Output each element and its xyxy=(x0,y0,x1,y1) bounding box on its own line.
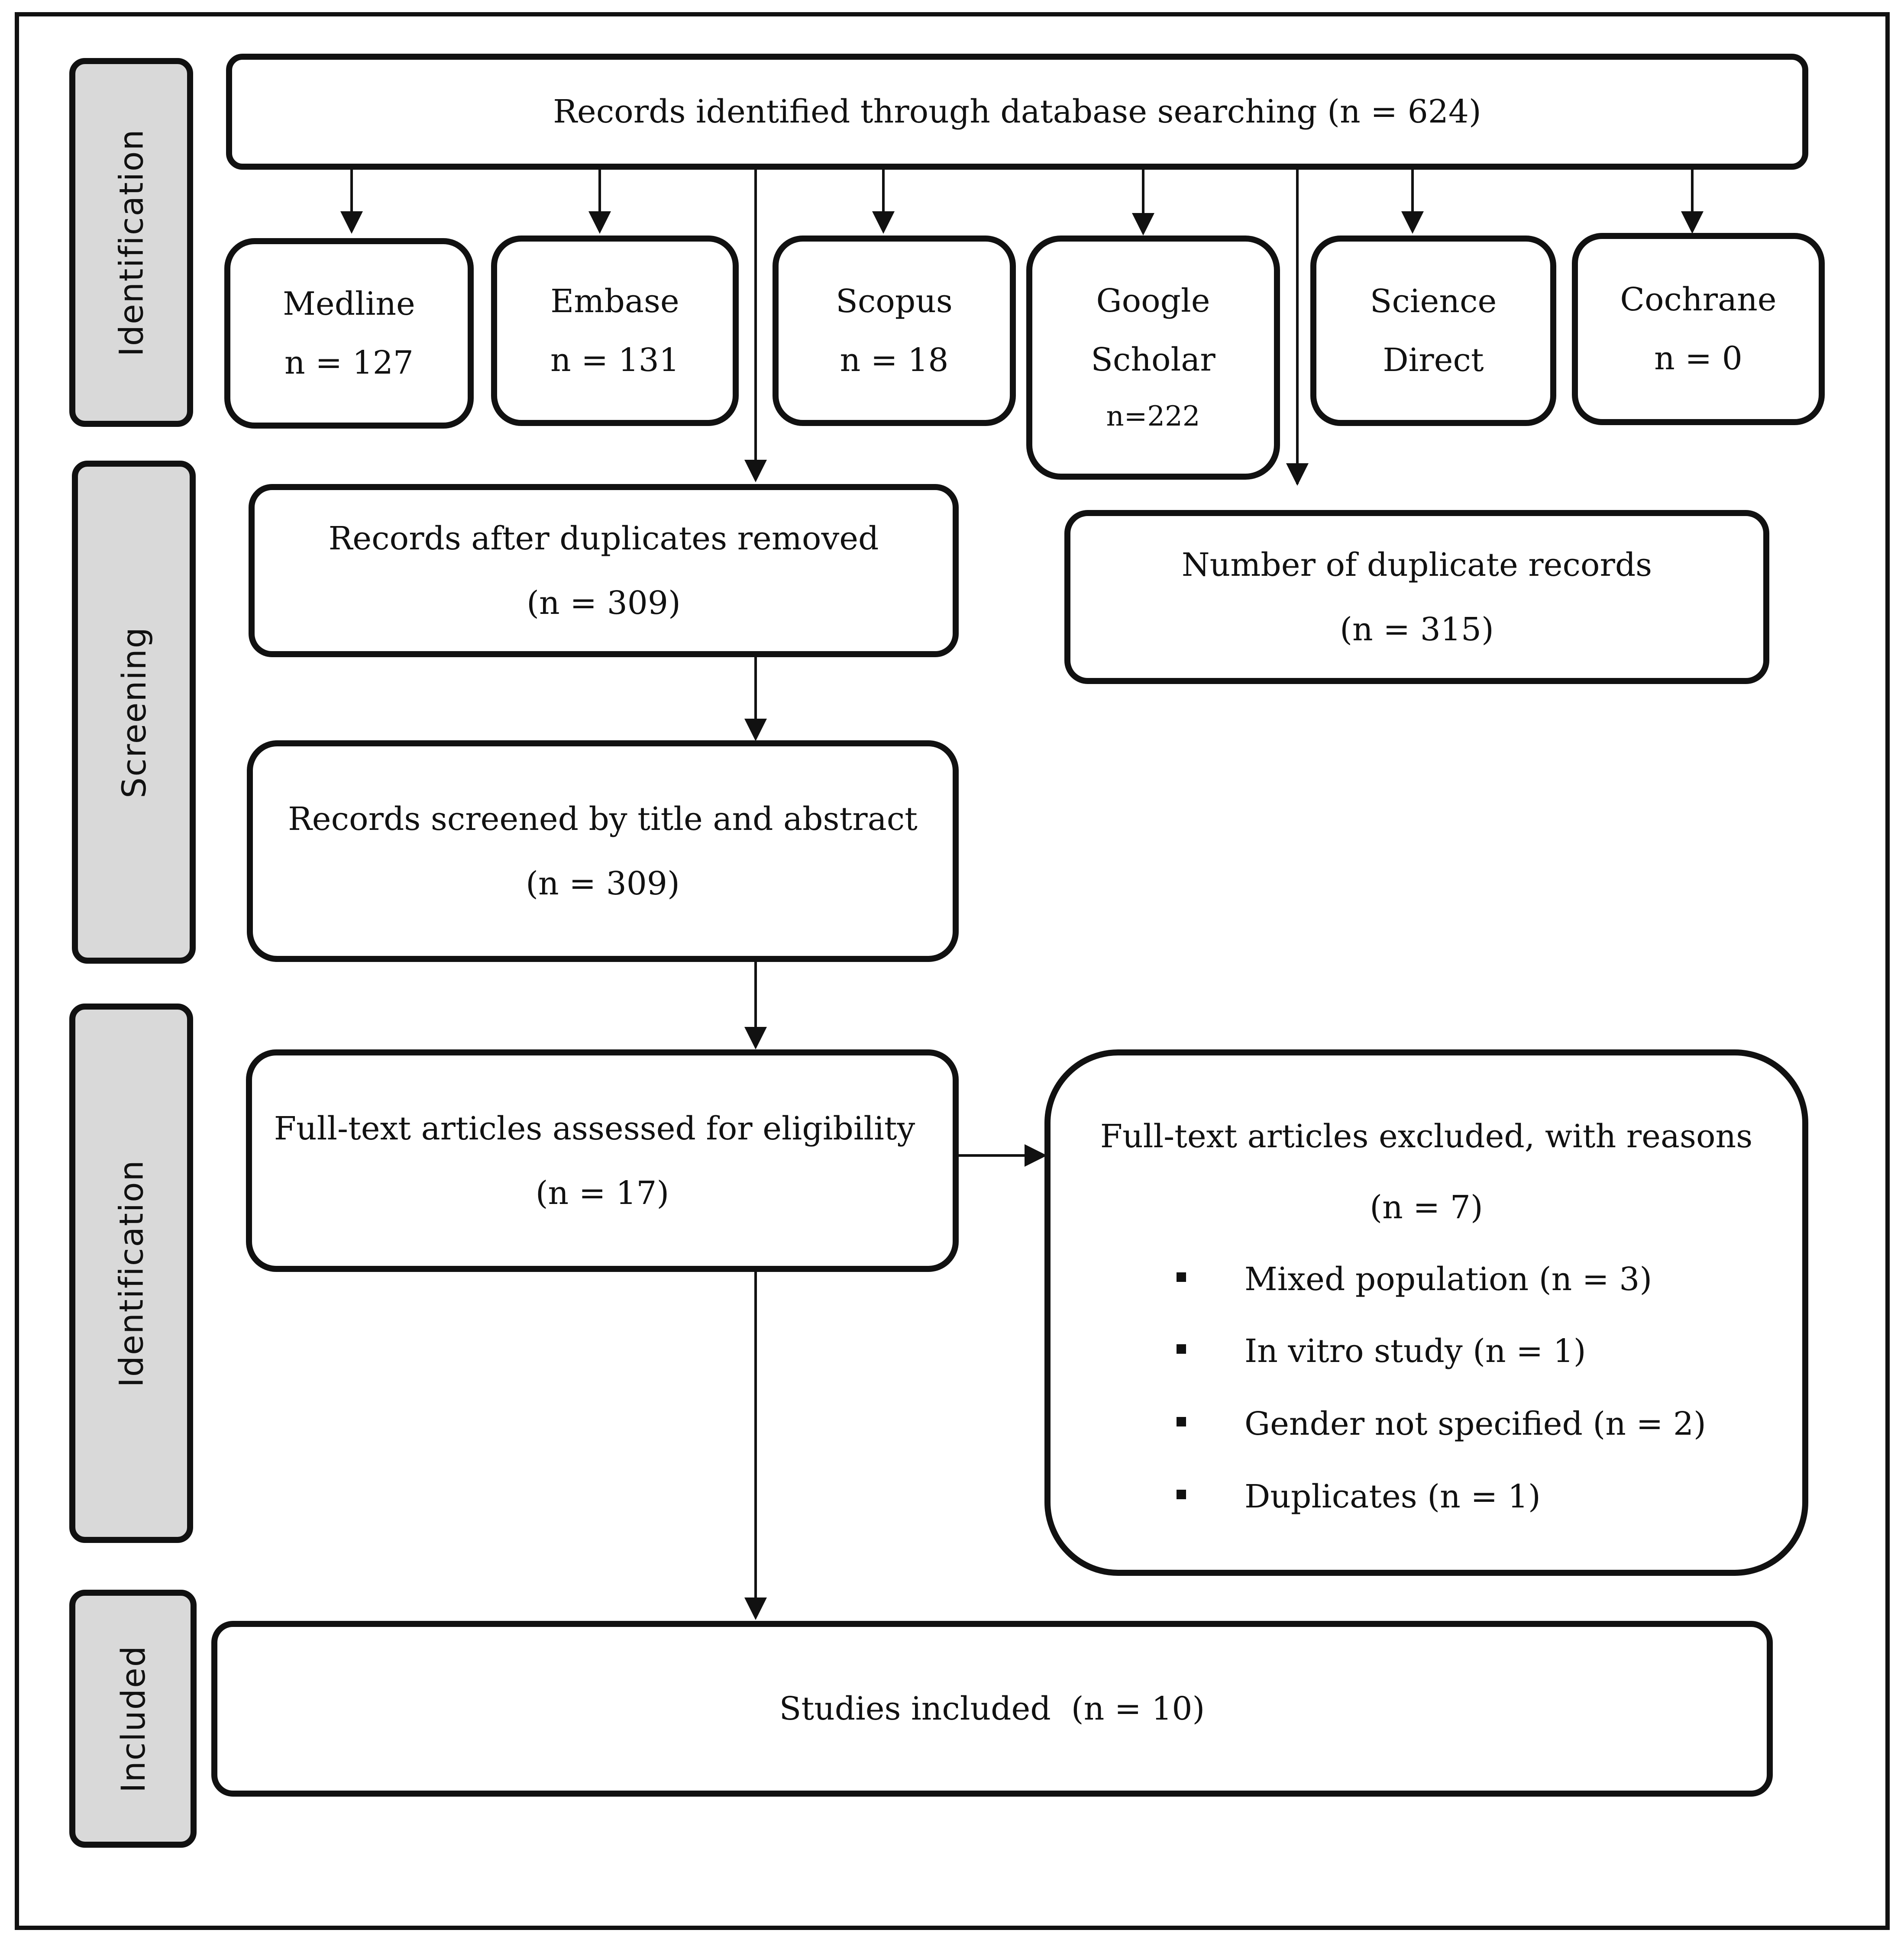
arrow-to-screened-head xyxy=(744,719,767,741)
exclusion-reason: Duplicates (n = 1) xyxy=(1177,1478,1541,1515)
phase-included: Included xyxy=(69,1590,197,1848)
arrow-to-duplicate-records-head xyxy=(1286,463,1309,486)
after-duplicates-box: Records after duplicates removed (n = 30… xyxy=(249,484,959,657)
database-count: n=222 xyxy=(1106,400,1200,432)
database-box-scopus: Scopus n = 18 xyxy=(773,236,1016,426)
database-box-medline: Medline n = 127 xyxy=(224,238,474,429)
screened-count: (n = 309) xyxy=(526,865,680,902)
arrow-to-scopus-head xyxy=(872,211,895,234)
phase-eligibility: Identification xyxy=(69,1004,193,1543)
full-text-box: Full-text articles assessed for eligibil… xyxy=(246,1049,959,1272)
duplicate-records-box: Number of duplicate records (n = 315) xyxy=(1064,510,1769,684)
exclusion-reason: Mixed population (n = 3) xyxy=(1176,1261,1652,1298)
phase-eligibility-label: Identification xyxy=(112,1159,151,1388)
database-box-cochrane: Cochrane n = 0 xyxy=(1572,233,1825,425)
phase-screening-label: Screening xyxy=(114,626,153,798)
database-box-embase: Embase n = 131 xyxy=(491,236,739,426)
records-identified-text: Records identified through database sear… xyxy=(553,93,1481,130)
database-box-science-direct: Science Direct xyxy=(1310,236,1556,426)
full-text-count: (n = 17) xyxy=(535,1174,669,1212)
database-count: n = 127 xyxy=(284,344,414,381)
database-name: Scopus xyxy=(836,283,953,320)
phase-included-label: Included xyxy=(113,1645,152,1793)
arrow-to-embase-head xyxy=(588,211,611,234)
arrow-to-excluded-head xyxy=(1025,1144,1047,1167)
database-count: n = 131 xyxy=(550,342,679,379)
duplicate-records-count: (n = 315) xyxy=(1340,610,1494,648)
excluded-label: Full-text articles excluded, with reason… xyxy=(1100,1118,1753,1155)
screened-box: Records screened by title and abstract (… xyxy=(247,740,959,962)
arrow-to-cochrane-head xyxy=(1681,211,1704,234)
arrow-to-google-scholar-head xyxy=(1132,213,1154,236)
full-text-label: Full-text articles assessed for eligibil… xyxy=(274,1110,915,1147)
database-name-line2: Scholar xyxy=(1091,341,1215,378)
screened-label: Records screened by title and abstract xyxy=(288,800,918,838)
exclusion-reason: In vitro study (n = 1) xyxy=(1177,1333,1586,1370)
studies-included-text: Studies included (n = 10) xyxy=(779,1690,1205,1727)
excluded-box: Full-text articles excluded, with reason… xyxy=(1044,1049,1808,1576)
database-count: n = 0 xyxy=(1654,340,1742,377)
after-duplicates-label: Records after duplicates removed xyxy=(328,520,879,557)
duplicate-records-label: Number of duplicate records xyxy=(1181,546,1652,584)
arrow-to-full-text-head xyxy=(744,1027,767,1049)
database-name: Cochrane xyxy=(1620,281,1777,318)
excluded-count: (n = 7) xyxy=(1370,1189,1483,1226)
database-name-line1: Science xyxy=(1370,283,1497,320)
arrow-to-included-head xyxy=(744,1597,767,1620)
phase-identification-label: Identification xyxy=(112,128,151,357)
database-name: Embase xyxy=(550,283,679,320)
phase-screening: Screening xyxy=(72,461,196,964)
records-identified-box: Records identified through database sear… xyxy=(226,54,1808,170)
arrow-to-after-duplicates-head xyxy=(744,460,767,482)
database-name: Medline xyxy=(283,285,415,323)
arrow-to-science-direct-head xyxy=(1401,211,1424,234)
phase-identification: Identification xyxy=(69,58,193,427)
database-name-line1: Google xyxy=(1096,282,1210,319)
arrow-to-medline-head xyxy=(340,211,363,234)
database-count: n = 18 xyxy=(840,342,949,379)
database-box-google-scholar: Google Scholar n=222 xyxy=(1026,236,1280,480)
exclusion-reason: Gender not specified (n = 2) xyxy=(1177,1405,1706,1443)
database-name-line2: Direct xyxy=(1383,342,1484,379)
after-duplicates-count: (n = 309) xyxy=(527,584,681,622)
studies-included-box: Studies included (n = 10) xyxy=(211,1621,1773,1797)
diagram-frame xyxy=(15,12,1890,1930)
